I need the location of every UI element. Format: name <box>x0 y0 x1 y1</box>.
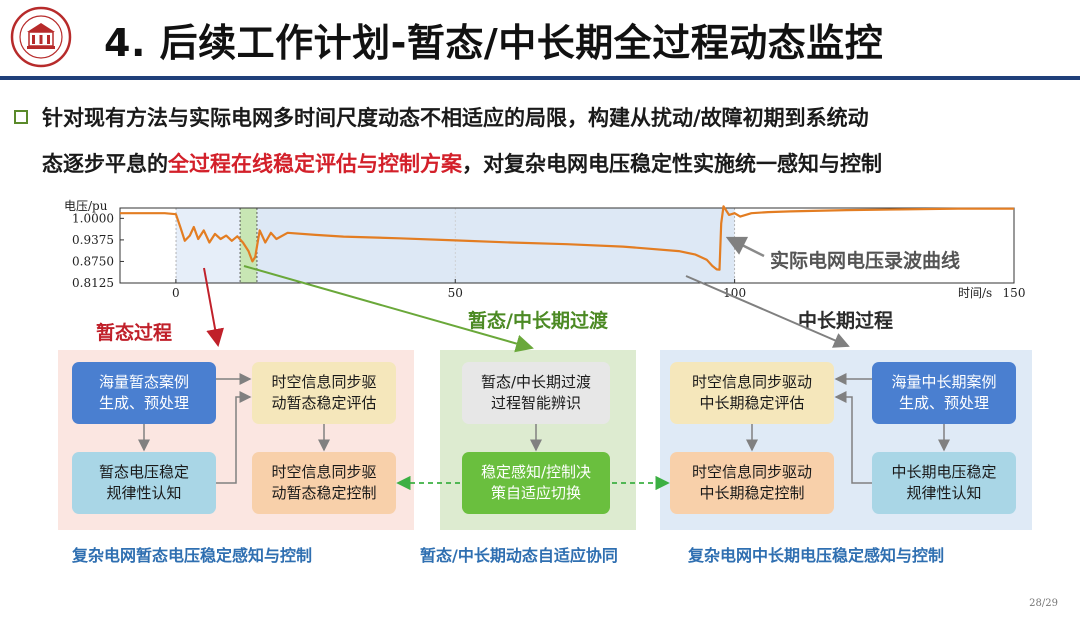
transient-panel-caption: 复杂电网暂态电压稳定感知与控制 <box>72 546 313 565</box>
stage-long-term-label: 中长期过程 <box>798 310 894 332</box>
transient-case-box: 海量暂态案例生成、预处理 <box>72 362 216 424</box>
transition-identify-box: 暂态/中长期过渡过程智能辨识 <box>462 362 610 424</box>
transient-law-box: 暂态电压稳定规律性认知 <box>72 452 216 514</box>
chart-y-axis-label: 电压/pu <box>64 199 108 213</box>
page-number: 28/29 <box>1029 598 1058 609</box>
bullet-square-icon <box>14 110 28 124</box>
chart-x-tick-label: 50 <box>448 286 463 300</box>
intro-line-2-start: 态逐步平息的 <box>42 152 168 176</box>
adaptive-switch-box: 稳定感知/控制决策自适应切换 <box>462 452 610 514</box>
stage-transient-label: 暂态过程 <box>96 322 173 344</box>
intro-line-2-end: ，对复杂电网电压稳定性实施统一感知与控制 <box>462 152 882 176</box>
title-divider <box>0 76 1080 80</box>
intro-highlight: 全过程在线稳定评估与控制方案 <box>168 152 462 176</box>
chart-x-tick-label: 150 <box>1003 286 1026 300</box>
chart-region-2 <box>256 208 735 283</box>
long-term-panel-caption: 复杂电网中长期电压稳定感知与控制 <box>688 546 945 565</box>
chart-region-0 <box>175 208 241 283</box>
chart-region-1 <box>240 208 257 283</box>
chart-y-tick-label: 1.0000 <box>72 211 114 225</box>
transient-control-box: 时空信息同步驱动暂态稳定控制 <box>252 452 396 514</box>
intro-line-2: 态逐步平息的全过程在线稳定评估与控制方案，对复杂电网电压稳定性实施统一感知与控制 <box>42 148 882 178</box>
chart-x-tick-label: 100 <box>723 286 746 300</box>
long-term-control-box: 时空信息同步驱动中长期稳定控制 <box>670 452 834 514</box>
transient-eval-box: 时空信息同步驱动暂态稳定评估 <box>252 362 396 424</box>
intro-line-1: 针对现有方法与实际电网多时间尺度动态不相适应的局限，构建从扰动/故障初期到系统动 <box>42 106 869 130</box>
chart-series-voltage-line <box>120 205 1014 271</box>
long-term-case-box: 海量中长期案例生成、预处理 <box>872 362 1016 424</box>
chart-x-tick-label: 0 <box>172 286 180 300</box>
chart-x-axis-label: 时间/s <box>958 286 992 300</box>
stage-transition-label: 暂态/中长期过渡 <box>468 310 608 332</box>
chart-plot-frame <box>119 207 1015 284</box>
page-title: 4. 后续工作计划-暂态/中长期全过程动态监控 <box>104 21 884 65</box>
chart-y-tick-label: 0.8125 <box>72 276 114 290</box>
transition-panel-caption: 暂态/中长期动态自适应协同 <box>420 546 618 565</box>
chart-y-tick-label: 0.8750 <box>72 254 114 268</box>
university-seal-logo <box>10 6 72 68</box>
long-term-eval-box: 时空信息同步驱动中长期稳定评估 <box>670 362 834 424</box>
chart-y-tick-label: 0.9375 <box>72 233 114 247</box>
long-term-law-box: 中长期电压稳定规律性认知 <box>872 452 1016 514</box>
recording-curve-label: 实际电网电压录波曲线 <box>768 246 963 273</box>
